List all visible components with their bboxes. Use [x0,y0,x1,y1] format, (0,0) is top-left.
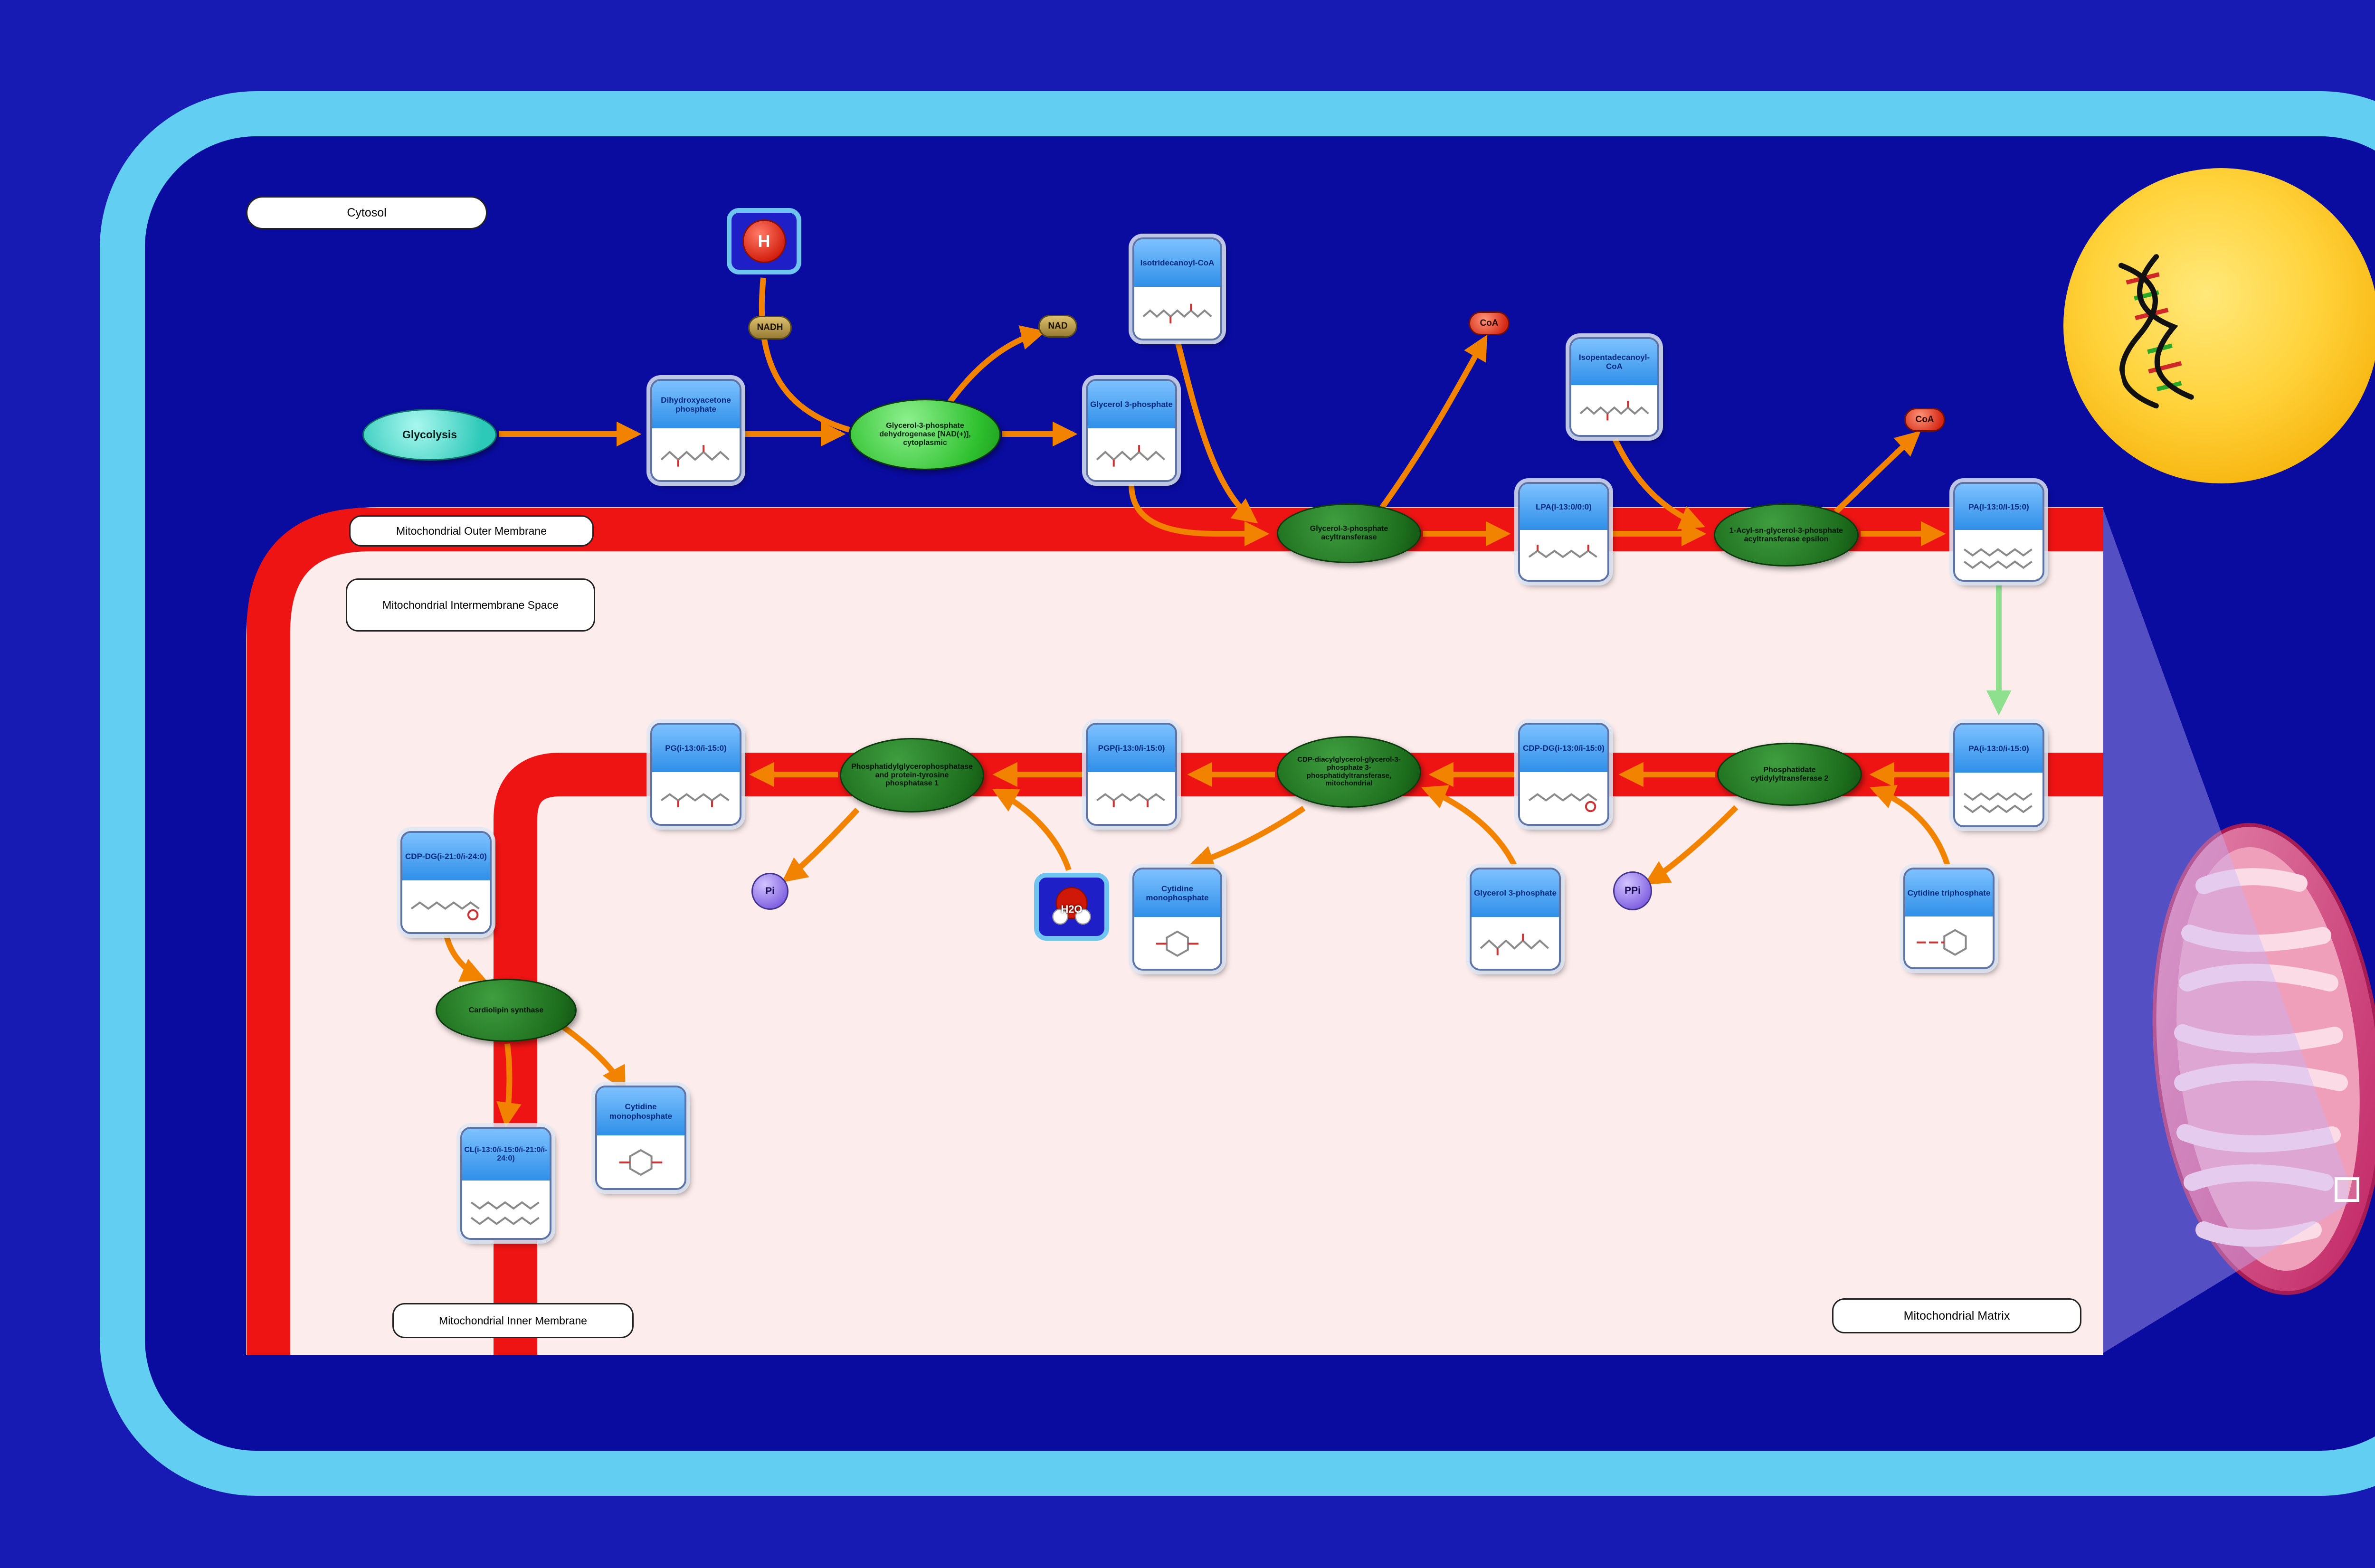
chemical-structure [1905,916,1993,967]
compartment-label-outer-membrane: Mitochondrial Outer Membrane [349,515,594,547]
process-glycolysis[interactable]: Glycolysis [362,409,497,461]
small-molecule-pi[interactable]: Pi [751,873,788,910]
metabolite-node-cytidine-monophosphate-1[interactable]: Cytidine monophosphate [1132,868,1222,971]
chemical-structure [462,1180,550,1238]
chemical-structure-icon [1480,933,1549,955]
chemical-structure-icon [660,793,730,807]
chemical-structure-icon [1096,793,1165,807]
chemical-structure-icon [1916,929,1967,956]
enzyme-agpat-epsilon[interactable]: 1-Acyl-sn-glycerol-3-phosphate acyltrans… [1714,503,1859,567]
chemical-structure [1571,385,1657,435]
metabolite-node-lpa[interactable]: LPA(i-13:0/0:0) [1518,482,1609,582]
metabolite-node-dihydroxyacetone-phosphate[interactable]: Dihydroxyacetone phosphate [650,379,741,482]
chemical-structure-icon [470,1201,540,1225]
metabolite-node-glycerol-3-phosphate-matrix[interactable]: Glycerol 3-phosphate [1470,868,1561,971]
metabolite-label: CDP-DG(i-13:0/i-15:0) [1520,725,1607,772]
metabolite-label: Cytidine triphosphate [1905,869,1993,916]
compartment-label-matrix: Mitochondrial Matrix [1832,1298,2081,1333]
chemical-structure [597,1135,684,1188]
metabolite-label: PA(i-13:0/i-15:0) [1955,725,2042,773]
metabolite-node-isopentadecanoyl-coa[interactable]: Isopentadecanoyl-CoA [1569,337,1659,437]
metabolite-label: Glycerol 3-phosphate [1088,381,1175,428]
metabolite-label: Glycerol 3-phosphate [1472,869,1559,917]
metabolite-node-cytidine-monophosphate-2[interactable]: Cytidine monophosphate [595,1086,686,1190]
proton-icon: H [742,219,786,263]
chemical-structure [652,772,740,824]
enzyme-cdp-dag-g3p-phosphatidyltransferase[interactable]: CDP-diacylglycerol-glycerol-3-phosphate … [1277,736,1421,808]
metabolite-label: PGP(i-13:0/i-15:0) [1088,725,1175,772]
metabolite-label: CL(i-13:0/i-15:0/i-21:0/i-24:0) [462,1129,550,1181]
metabolite-label: Cytidine monophosphate [597,1087,684,1136]
water-molecule-icon [1052,887,1091,925]
mitochondrion-illustration [2152,823,2375,1295]
small-molecule-coa-1[interactable]: CoA [1469,312,1510,335]
chemical-structure [1134,286,1220,339]
chemical-structure-icon [1142,303,1212,323]
small-molecule-h[interactable]: H [727,208,801,274]
metabolite-node-pgp[interactable]: PGP(i-13:0/i-15:0) [1086,723,1177,826]
metabolite-node-isotridecanoyl-coa[interactable]: Isotridecanoyl-CoA [1132,237,1222,340]
metabolite-node-cdp-dg-21-24[interactable]: CDP-DG(i-21:0/i-24:0) [400,831,492,934]
dna-icon [2118,254,2194,409]
metabolite-label: Isopentadecanoyl-CoA [1571,339,1657,385]
chemical-structure-icon [619,1149,663,1176]
metabolite-node-cdp-dg-13-15[interactable]: CDP-DG(i-13:0/i-15:0) [1518,723,1609,826]
chemical-structure-icon [660,444,730,467]
chemical-structure-icon [1963,548,2033,569]
compartment-label-intermembrane-space: Mitochondrial Intermembrane Space [346,578,595,632]
metabolite-label: Cytidine monophosphate [1134,869,1220,917]
enzyme-cardiolipin-synthase[interactable]: Cardiolipin synthase [436,979,577,1042]
compartment-label-cytosol: Cytosol [246,196,487,229]
chemical-structure [1520,772,1607,824]
chemical-structure-icon [1156,930,1199,957]
inner-membrane-band [494,753,2103,1355]
metabolite-node-pa-outer[interactable]: PA(i-13:0/i-15:0) [1953,482,2044,582]
metabolite-node-glycerol-3-phosphate[interactable]: Glycerol 3-phosphate [1086,379,1177,482]
metabolite-node-pa-inner[interactable]: PA(i-13:0/i-15:0) [1953,723,2044,827]
chemical-structure-icon [1528,545,1597,558]
chemical-structure-icon [1096,444,1165,467]
chemical-structure-icon [410,901,480,920]
enzyme-pgp-phosphatase[interactable]: Phosphatidylglycerophosphatase and prote… [840,738,984,812]
chemical-structure [1955,529,2042,580]
metabolite-label: LPA(i-13:0/0:0) [1520,484,1607,530]
small-molecule-ppi[interactable]: PPi [1613,871,1652,910]
metabolite-node-cytidine-triphosphate[interactable]: Cytidine triphosphate [1903,868,1995,969]
chemical-structure [1088,428,1175,480]
metabolite-label: CDP-DG(i-21:0/i-24:0) [402,833,490,880]
enzyme-phosphatidate-cytidylyltransferase[interactable]: Phosphatidate cytidylyltransferase 2 [1717,743,1862,806]
compartment-label-inner-membrane: Mitochondrial Inner Membrane [392,1303,634,1338]
metabolite-label: PA(i-13:0/i-15:0) [1955,484,2042,530]
chemical-structure [652,428,740,480]
nucleus [2063,168,2375,483]
chemical-structure-icon [1963,792,2033,813]
small-molecule-nadh[interactable]: NADH [748,316,792,340]
chemical-structure-icon [1579,401,1649,421]
small-molecule-h2o[interactable]: H2O [1034,873,1109,941]
enzyme-g3p-acyltransferase[interactable]: Glycerol-3-phosphate acyltransferase [1277,503,1421,563]
chemical-structure-icon [1528,793,1597,812]
small-molecule-nad[interactable]: NAD [1038,315,1077,338]
metabolite-label: PG(i-13:0/i-15:0) [652,725,740,772]
metabolite-label: Dihydroxyacetone phosphate [652,381,740,428]
chemical-structure [1088,772,1175,824]
enzyme-g3p-dehydrogenase[interactable]: Glycerol-3-phosphate dehydrogenase [NAD(… [849,399,1001,470]
small-molecule-coa-2[interactable]: CoA [1904,408,1945,432]
metabolite-node-cardiolipin[interactable]: CL(i-13:0/i-15:0/i-21:0/i-24:0) [460,1127,551,1240]
chemical-structure [1472,916,1559,969]
chemical-structure [1134,916,1220,969]
metabolite-node-pg[interactable]: PG(i-13:0/i-15:0) [650,723,741,826]
chemical-structure [1955,773,2042,825]
chemical-structure [402,880,490,932]
chemical-structure [1520,529,1607,580]
metabolite-label: Isotridecanoyl-CoA [1134,239,1220,287]
